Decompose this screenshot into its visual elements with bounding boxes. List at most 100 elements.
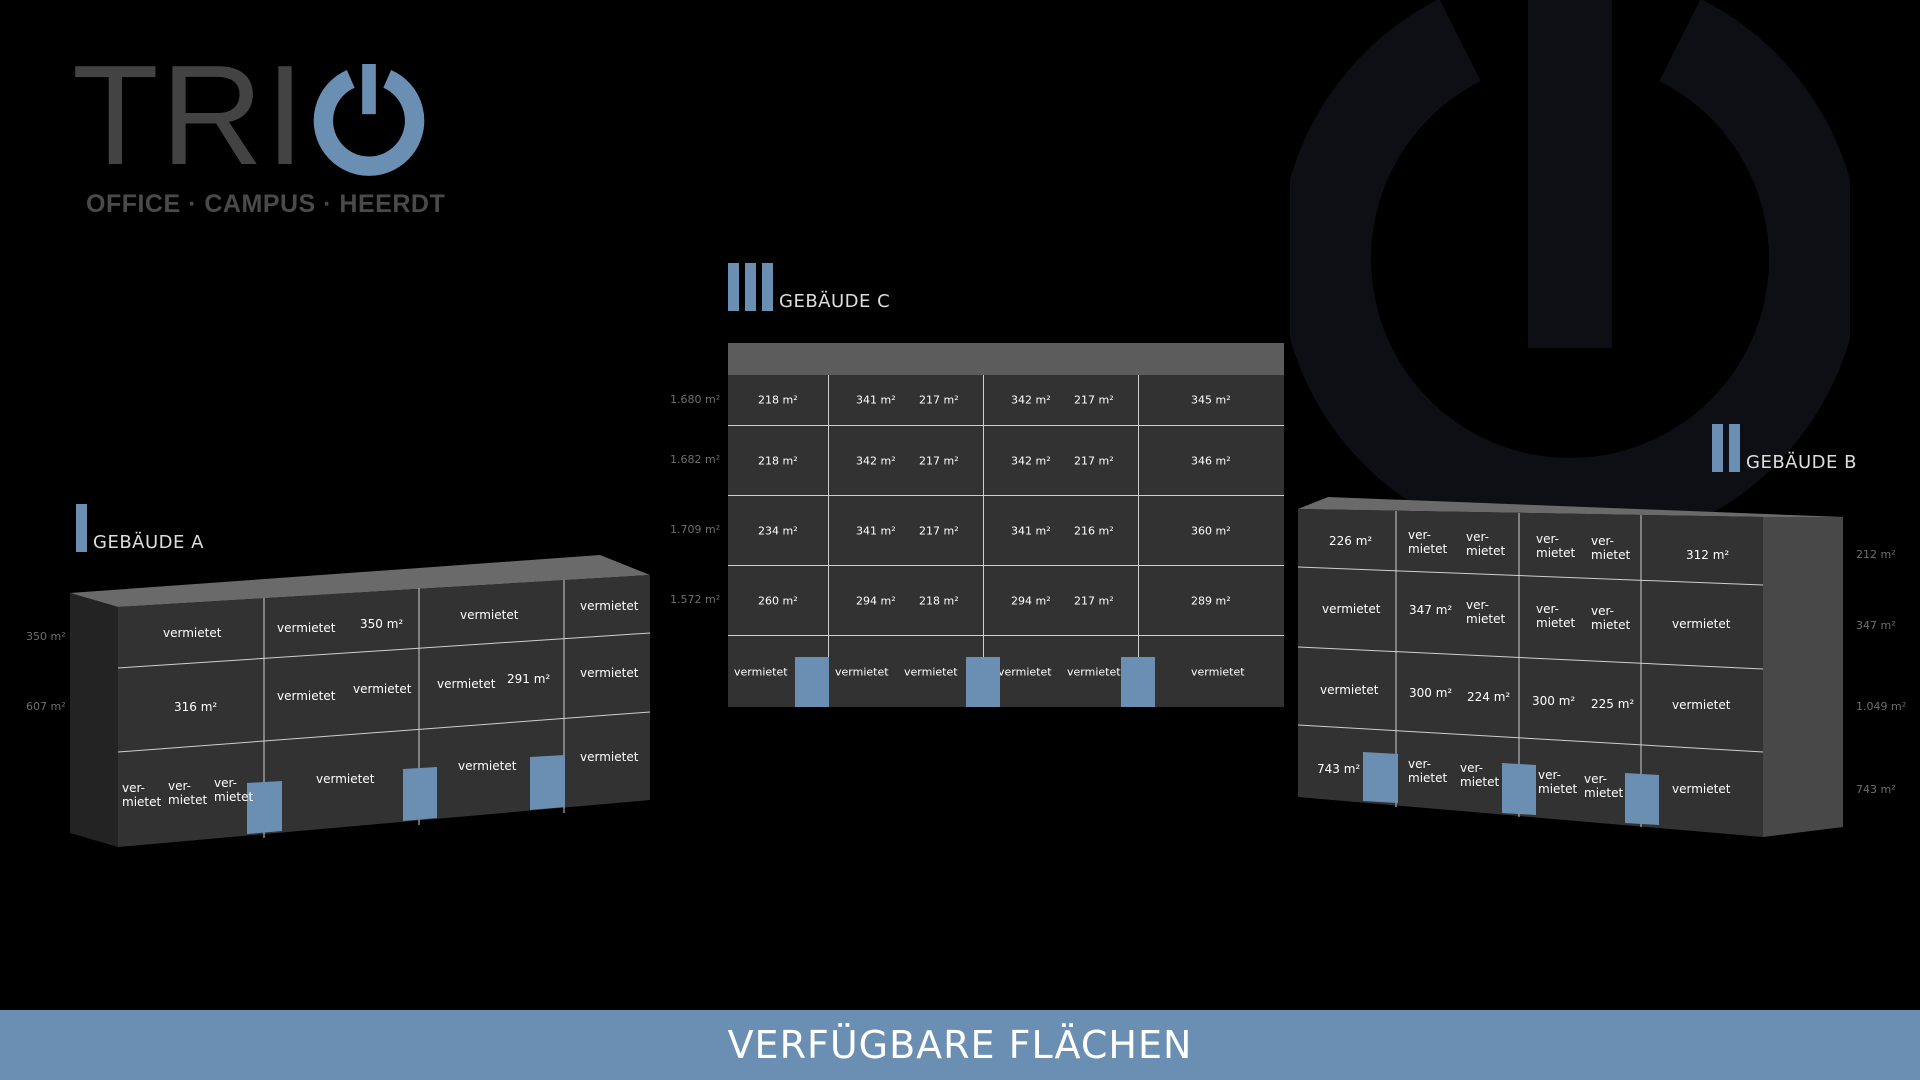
rented-label: vermietet	[277, 689, 336, 703]
building-a-label: GEBÄUDE A	[93, 532, 204, 553]
floor-area-label: 347 m²	[1856, 619, 1896, 632]
floor-area-label: 212 m²	[1856, 548, 1896, 561]
area-value: 342 m²	[1011, 454, 1051, 467]
area-value: 218 m²	[919, 594, 959, 607]
building-b-title: GEBÄUDE B	[1712, 424, 1857, 472]
floor-area-label: 350 m²	[26, 630, 66, 643]
floor-area-label: 743 m²	[1856, 783, 1896, 796]
rented-label: vermietet	[580, 599, 639, 613]
area-value: 342 m²	[1011, 393, 1051, 407]
rented-label: vermietet	[1672, 698, 1731, 712]
building-a-volume	[70, 555, 651, 847]
rented-label: ver- mietet	[1408, 528, 1448, 556]
area-value: 218 m²	[758, 393, 798, 407]
building-c-label: GEBÄUDE C	[779, 291, 891, 312]
rented-label: vermietet	[998, 665, 1052, 678]
building-b-label: GEBÄUDE B	[1746, 452, 1857, 473]
rented-label: ver- mietet	[1538, 768, 1578, 796]
rented-label: vermietet	[835, 665, 889, 678]
area-value: 345 m²	[1191, 393, 1231, 407]
area-value: 300 m²	[1532, 694, 1576, 708]
rented-label: vermietet	[353, 682, 412, 696]
area-value: 289 m²	[1191, 594, 1231, 607]
area-value: 226 m²	[1329, 534, 1373, 548]
area-value: 743 m²	[1317, 762, 1361, 776]
building-a-marker-icon	[76, 504, 87, 552]
rented-label: vermietet	[580, 750, 639, 764]
rented-label: ver- mietet	[1536, 532, 1576, 560]
building-b-marker-icon	[1712, 424, 1740, 472]
area-value: 360 m²	[1191, 524, 1231, 537]
area-value: 234 m²	[758, 524, 798, 537]
rented-label: vermietet	[734, 665, 788, 678]
area-value: 217 m²	[1074, 393, 1114, 407]
area-value: 347 m²	[1409, 603, 1453, 617]
logo-power-icon	[313, 64, 425, 176]
rented-label: vermietet	[277, 621, 336, 635]
area-value: 341 m²	[1011, 524, 1051, 537]
rented-label: ver- mietet	[1466, 530, 1506, 558]
rented-label: ver- mietet	[214, 776, 254, 804]
rented-label: ver- mietet	[122, 781, 162, 809]
area-value: 217 m²	[919, 393, 959, 407]
building-c-marker-icon	[728, 263, 773, 311]
floor-area-label: 1.682 m²	[670, 453, 721, 466]
area-value: 294 m²	[1011, 594, 1051, 607]
floor-area-label: 1.049 m²	[1856, 700, 1907, 713]
rented-label: vermietet	[1672, 617, 1731, 631]
logo-wordmark: TRI	[72, 36, 307, 195]
area-value: 291 m²	[507, 672, 551, 686]
rented-label: vermietet	[580, 666, 639, 680]
area-value: 350 m²	[360, 617, 404, 631]
area-value: 218 m²	[758, 454, 798, 467]
rented-label: vermietet	[1191, 665, 1245, 678]
rented-label: vermietet	[316, 772, 375, 786]
area-value: 312 m²	[1686, 548, 1730, 562]
rented-label: vermietet	[1322, 602, 1381, 616]
rented-label: ver- mietet	[1536, 602, 1576, 630]
entrance-door	[1121, 657, 1155, 707]
rented-label: vermietet	[1067, 665, 1121, 678]
building-c-roof	[728, 343, 1284, 375]
floor-area-label: 1.709 m²	[670, 523, 721, 536]
area-value: 294 m²	[856, 594, 896, 607]
area-value: 224 m²	[1467, 690, 1511, 704]
rented-label: vermietet	[904, 665, 958, 678]
area-value: 260 m²	[758, 594, 798, 607]
building-c-floor-4: 218 m² 341 m² 217 m² 342 m² 217 m² 345 m²	[728, 375, 1284, 425]
background-power-icon	[1290, 0, 1850, 550]
rented-label: vermietet	[1320, 683, 1379, 697]
area-value: 341 m²	[856, 393, 896, 407]
rented-label: ver- mietet	[1591, 604, 1631, 632]
rented-label: ver- mietet	[1466, 598, 1506, 626]
floor-area-label: 607 m²	[26, 700, 66, 713]
area-value: 346 m²	[1191, 454, 1231, 467]
building-b-volume	[1298, 497, 1843, 837]
entrance-door	[966, 657, 1000, 707]
area-value: 225 m²	[1591, 697, 1635, 711]
footer-banner: VERFÜGBARE FLÄCHEN	[0, 1010, 1920, 1080]
rented-label: ver- mietet	[1460, 761, 1500, 789]
rented-label: ver- mietet	[1408, 757, 1448, 785]
area-value: 341 m²	[856, 524, 896, 537]
building-c-ground-floor: vermietet vermietet vermietet vermietet ve…	[728, 635, 1284, 707]
logo-subtitle: OFFICE · CAMPUS · HEERDT	[86, 190, 446, 218]
entrance-door	[795, 657, 829, 707]
rented-label: vermietet	[460, 608, 519, 622]
rented-label: vermietet	[163, 626, 222, 640]
footer-title: VERFÜGBARE FLÄCHEN	[727, 1023, 1193, 1067]
area-value: 316 m²	[174, 700, 218, 714]
rented-label: vermietet	[458, 759, 517, 773]
rented-label: vermietet	[1672, 782, 1731, 796]
trio-logo: TRI OFFICE · CAMPUS · HEERDT	[72, 36, 445, 226]
building-a-title: GEBÄUDE A	[76, 504, 204, 552]
rented-label: ver- mietet	[1591, 534, 1631, 562]
building-c-title: GEBÄUDE C	[728, 263, 890, 311]
rented-label: ver- mietet	[1584, 772, 1624, 800]
area-value: 342 m²	[856, 454, 896, 467]
area-value: 300 m²	[1409, 686, 1453, 700]
